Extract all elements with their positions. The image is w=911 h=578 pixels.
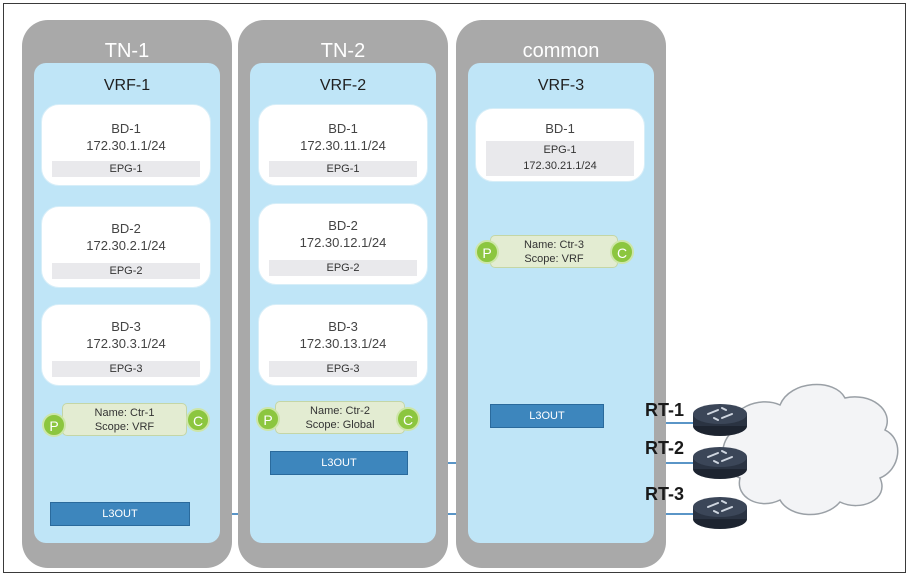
vrf-title: VRF-1 xyxy=(103,77,151,94)
bd-name: BD-1 xyxy=(111,121,141,136)
l3out-tn2: L3OUT xyxy=(270,451,408,475)
l3out-common: L3OUT xyxy=(490,404,604,428)
contract-name: Name: Ctr-1 xyxy=(94,407,155,419)
bd-box: BD-3 172.30.3.1/24 EPG-3 xyxy=(41,304,211,386)
bd-box: BD-1 EPG-1 172.30.21.1/24 xyxy=(475,108,645,182)
bd-box: BD-2 172.30.2.1/24 EPG-2 xyxy=(41,206,211,288)
bd-name: BD-1 xyxy=(545,121,575,136)
router-icon xyxy=(693,404,747,436)
consumer-node: C xyxy=(396,407,420,431)
epg-bar: EPG-1 xyxy=(269,161,417,177)
epg-bar: EPG-1 xyxy=(52,161,200,177)
router-icon xyxy=(693,497,747,529)
epg-bar: EPG-3 xyxy=(269,361,417,377)
contract-name: Name: Ctr-2 xyxy=(310,405,370,417)
l3out-tn1: L3OUT xyxy=(50,502,190,526)
bd-subnet: 172.30.1.1/24 xyxy=(86,138,166,153)
bd-name: BD-3 xyxy=(328,319,358,334)
epg-label: EPG-1 xyxy=(543,144,577,156)
contract-scope: Scope: Global xyxy=(305,419,375,431)
bd-subnet: 172.30.11.1/24 xyxy=(300,138,386,153)
router-label-rt3: RT-3 xyxy=(645,484,685,504)
consumer-node: C xyxy=(610,240,634,264)
bd-box: BD-3 172.30.13.1/24 EPG-3 xyxy=(258,304,428,386)
router-icon xyxy=(693,447,747,479)
bd-subnet: 172.30.12.1/24 xyxy=(299,235,387,250)
epg-bar: EPG-3 xyxy=(52,361,200,377)
contract-name: Name: Ctr-3 xyxy=(524,239,584,251)
provider-node: P xyxy=(256,407,280,431)
contract-ctr-2: Name: Ctr-2 Scope: Global xyxy=(275,401,405,434)
contract-scope: Scope: VRF xyxy=(524,253,584,265)
router-label-rt1: RT-1 xyxy=(645,400,685,420)
provider-node: P xyxy=(475,240,499,264)
bd-name: BD-2 xyxy=(111,221,141,236)
bd-name: BD-2 xyxy=(328,218,358,233)
tenant-title: TN-2 xyxy=(320,40,366,62)
bd-box: BD-1 172.30.11.1/24 EPG-1 xyxy=(258,104,428,186)
provider-node: P xyxy=(42,413,66,437)
diagram-frame xyxy=(3,3,906,573)
contract-ctr-3: Name: Ctr-3 Scope: VRF xyxy=(490,235,618,268)
bd-subnet: 172.30.21.1/24 xyxy=(523,160,597,172)
bd-subnet: 172.30.3.1/24 xyxy=(86,336,166,351)
epg-bar: EPG-1 172.30.21.1/24 xyxy=(486,141,634,176)
vrf-title: VRF-3 xyxy=(537,77,585,94)
contract-scope: Scope: VRF xyxy=(94,421,155,433)
epg-bar: EPG-2 xyxy=(269,260,417,276)
vrf-title: VRF-2 xyxy=(319,77,367,94)
contract-ctr-1: Name: Ctr-1 Scope: VRF xyxy=(62,403,187,436)
bd-box: BD-2 172.30.12.1/24 EPG-2 xyxy=(258,203,428,285)
tenant-title: TN-1 xyxy=(104,40,150,62)
bd-subnet: 172.30.13.1/24 xyxy=(299,336,387,351)
bd-name: BD-3 xyxy=(111,319,141,334)
cloud-icon xyxy=(722,383,899,516)
bd-box: BD-1 172.30.1.1/24 EPG-1 xyxy=(41,104,211,186)
bd-name: BD-1 xyxy=(328,121,358,136)
router-label-rt2: RT-2 xyxy=(645,438,685,458)
epg-bar: EPG-2 xyxy=(52,263,200,279)
consumer-node: C xyxy=(186,408,210,432)
tenant-title: common xyxy=(522,40,600,62)
bd-subnet: 172.30.2.1/24 xyxy=(86,238,166,253)
